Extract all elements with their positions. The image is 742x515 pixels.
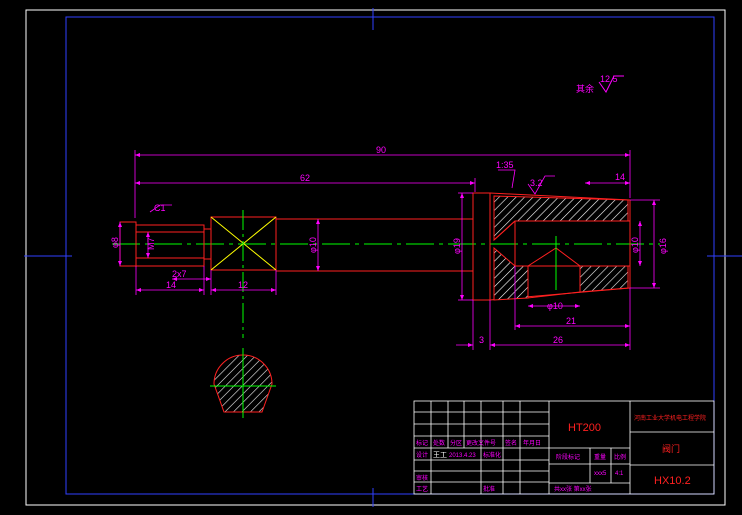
row-label-change: 更改文件号 bbox=[466, 439, 496, 447]
part-name: 阀门 bbox=[662, 443, 680, 454]
dim-14-right: 14 bbox=[615, 172, 625, 182]
dim-90: 90 bbox=[376, 145, 386, 155]
stage-label: 阶段标记 bbox=[556, 453, 580, 461]
drawing-number: HX10.2 bbox=[654, 475, 691, 487]
dim-undercut: 2x7 bbox=[172, 269, 187, 279]
scale-label: 比例 bbox=[614, 453, 626, 461]
dim-14-left: 14 bbox=[166, 280, 176, 290]
dim-62: 62 bbox=[300, 173, 310, 183]
dim-dia-10-shaft: φ10 bbox=[308, 237, 318, 253]
dim-dia-16: φ16 bbox=[658, 238, 668, 254]
material: HT200 bbox=[568, 422, 601, 434]
square-centerline bbox=[242, 210, 557, 338]
dim-dia-19: φ19 bbox=[452, 238, 462, 254]
dim-12: 12 bbox=[238, 280, 248, 290]
design-label: 设计 bbox=[416, 451, 428, 459]
frame-center-marks bbox=[24, 8, 742, 507]
designer-signature: 王工 bbox=[433, 451, 447, 459]
weight-label: 重量 bbox=[594, 453, 606, 461]
section-hatch bbox=[493, 195, 629, 301]
drawing-frame bbox=[65, 16, 715, 495]
process-label: 工艺 bbox=[416, 485, 428, 493]
row-label-date: 年月日 bbox=[523, 439, 541, 447]
row-label-sign: 签名 bbox=[505, 439, 517, 447]
row-label-count: 处数 bbox=[433, 439, 445, 447]
dimension-lines bbox=[118, 150, 660, 350]
row-label-mark: 标记 bbox=[416, 439, 428, 447]
section-view bbox=[210, 348, 276, 418]
dim-thread: M7 bbox=[146, 237, 156, 250]
dim-dia-8: φ8 bbox=[110, 237, 120, 248]
dimension-texts: 90 62 1:35 14 3.2 C1 φ8 M7 2x7 14 12 φ10… bbox=[110, 145, 668, 345]
standard-label: 标准化 bbox=[483, 451, 501, 459]
title-block-texts: HT200 河南工业大学机电工程学院 阀门 HX10.2 标记 处数 分区 更改… bbox=[416, 414, 706, 493]
dim-26: 26 bbox=[553, 335, 563, 345]
dim-dia-10-inner: φ10 bbox=[630, 237, 640, 253]
design-date: 2013.4.23 bbox=[449, 453, 476, 459]
sheet-border bbox=[25, 9, 726, 506]
dim-taper: 1:35 bbox=[496, 160, 514, 170]
surface-note-label: 其余 bbox=[576, 83, 594, 94]
dim-3: 3 bbox=[479, 335, 484, 345]
sheet-count: 共xx张 第xx张 bbox=[554, 485, 592, 493]
check-label: 审核 bbox=[416, 474, 428, 482]
dim-dia-10-bore: φ10 bbox=[547, 301, 563, 311]
surface-note: 其余 12.5 bbox=[576, 74, 624, 94]
weight-value: xxx5 bbox=[594, 471, 607, 477]
scale-value: 4:1 bbox=[615, 471, 624, 477]
dim-chamfer: C1 bbox=[154, 203, 166, 213]
dim-21: 21 bbox=[566, 316, 576, 326]
title-block bbox=[413, 400, 715, 495]
surface-note-value: 12.5 bbox=[600, 74, 618, 84]
dim-roughness: 3.2 bbox=[530, 178, 543, 188]
school-name: 河南工业大学机电工程学院 bbox=[634, 414, 706, 422]
approve-label: 批准 bbox=[483, 485, 495, 493]
row-label-zone: 分区 bbox=[450, 439, 462, 447]
